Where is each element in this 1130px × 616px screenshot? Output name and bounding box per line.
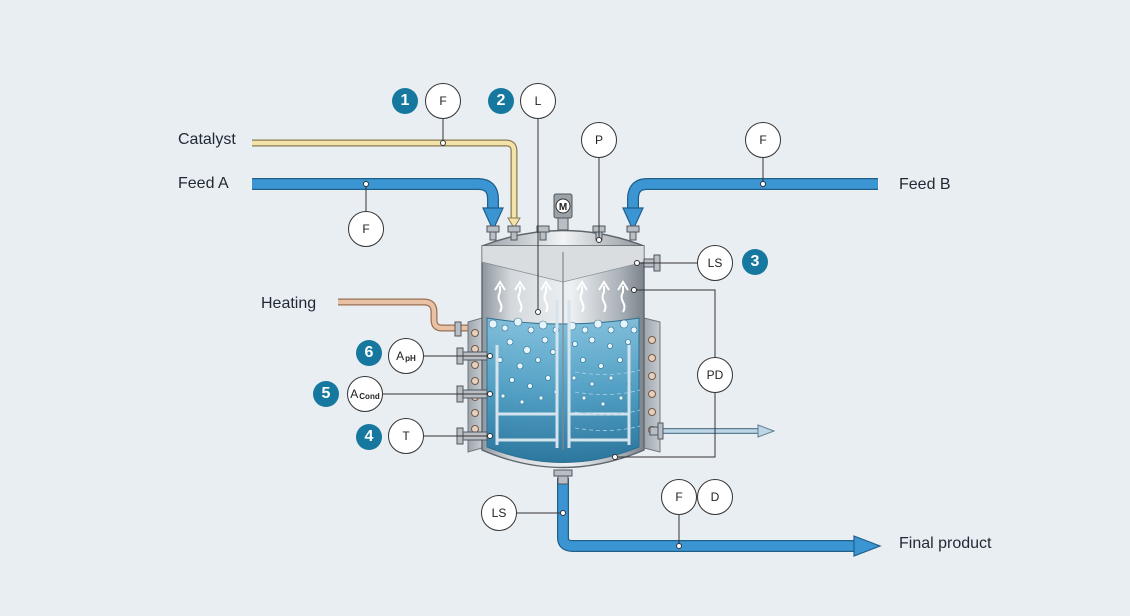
level-switch-top: LS: [697, 245, 733, 281]
vapour-arrows: [494, 280, 629, 313]
level-instrument: L: [520, 83, 556, 119]
badge-2: 2: [488, 88, 514, 114]
badge-3: 3: [742, 249, 768, 275]
instrument-tag: F: [759, 133, 767, 147]
level-switch-bottom: LS: [481, 495, 517, 531]
instrument-subscript: pH: [405, 353, 416, 363]
bubbles: [488, 317, 638, 407]
instrument-tag: A: [350, 387, 359, 401]
feed-b-label: Feed B: [899, 176, 951, 193]
instrument-tag: A: [396, 349, 405, 363]
badge-4: 4: [356, 424, 382, 450]
instrument-tag: F: [362, 222, 370, 236]
flow-instrument-catalyst: F: [425, 83, 461, 119]
instrument-tag: PD: [706, 368, 724, 382]
signal-dots: [363, 140, 766, 549]
heating-label: Heating: [261, 295, 317, 312]
reactor-vessel: [481, 229, 645, 469]
pressure-instrument: P: [581, 122, 617, 158]
instrument-subscript: Cond: [359, 391, 380, 401]
agitator-motor: [553, 193, 573, 231]
dashed-coil-lines: [574, 369, 641, 431]
flow-instrument-feed-a: F: [348, 211, 384, 247]
flow-instrument-product: F: [661, 479, 697, 515]
signal-lines: [365, 118, 764, 546]
feed-b-pipe: [622, 178, 878, 232]
badge-1: 1: [392, 88, 418, 114]
motor-symbol: M: [559, 202, 567, 213]
instrument-tag: LS: [707, 256, 723, 270]
feed-a-label: Feed A: [178, 175, 229, 192]
instrument-tag: LS: [491, 506, 507, 520]
temperature-instrument: T: [388, 418, 424, 454]
instrument-tag: T: [402, 429, 410, 443]
instrument-tag: F: [439, 94, 447, 108]
catalyst-label: Catalyst: [178, 131, 236, 148]
final-product-pipe: [557, 478, 882, 557]
pressure-differential-instrument: PD: [697, 357, 733, 393]
density-instrument: D: [697, 479, 733, 515]
final-product-label: Final product: [899, 535, 992, 552]
badge-5: 5: [313, 381, 339, 407]
instrument-tag: D: [710, 490, 720, 504]
bottom-nozzle: [553, 469, 573, 485]
badge-6: 6: [356, 340, 382, 366]
instrument-tag: P: [594, 133, 603, 147]
instrument-tag: F: [675, 490, 683, 504]
feed-a-pipe: [252, 178, 504, 232]
heating-pipe: [338, 298, 478, 332]
catalyst-pipe: [252, 139, 521, 229]
side-outlet-pipe: [655, 424, 776, 438]
flow-instrument-feed-b: F: [745, 122, 781, 158]
instrument-tag: L: [534, 94, 542, 108]
